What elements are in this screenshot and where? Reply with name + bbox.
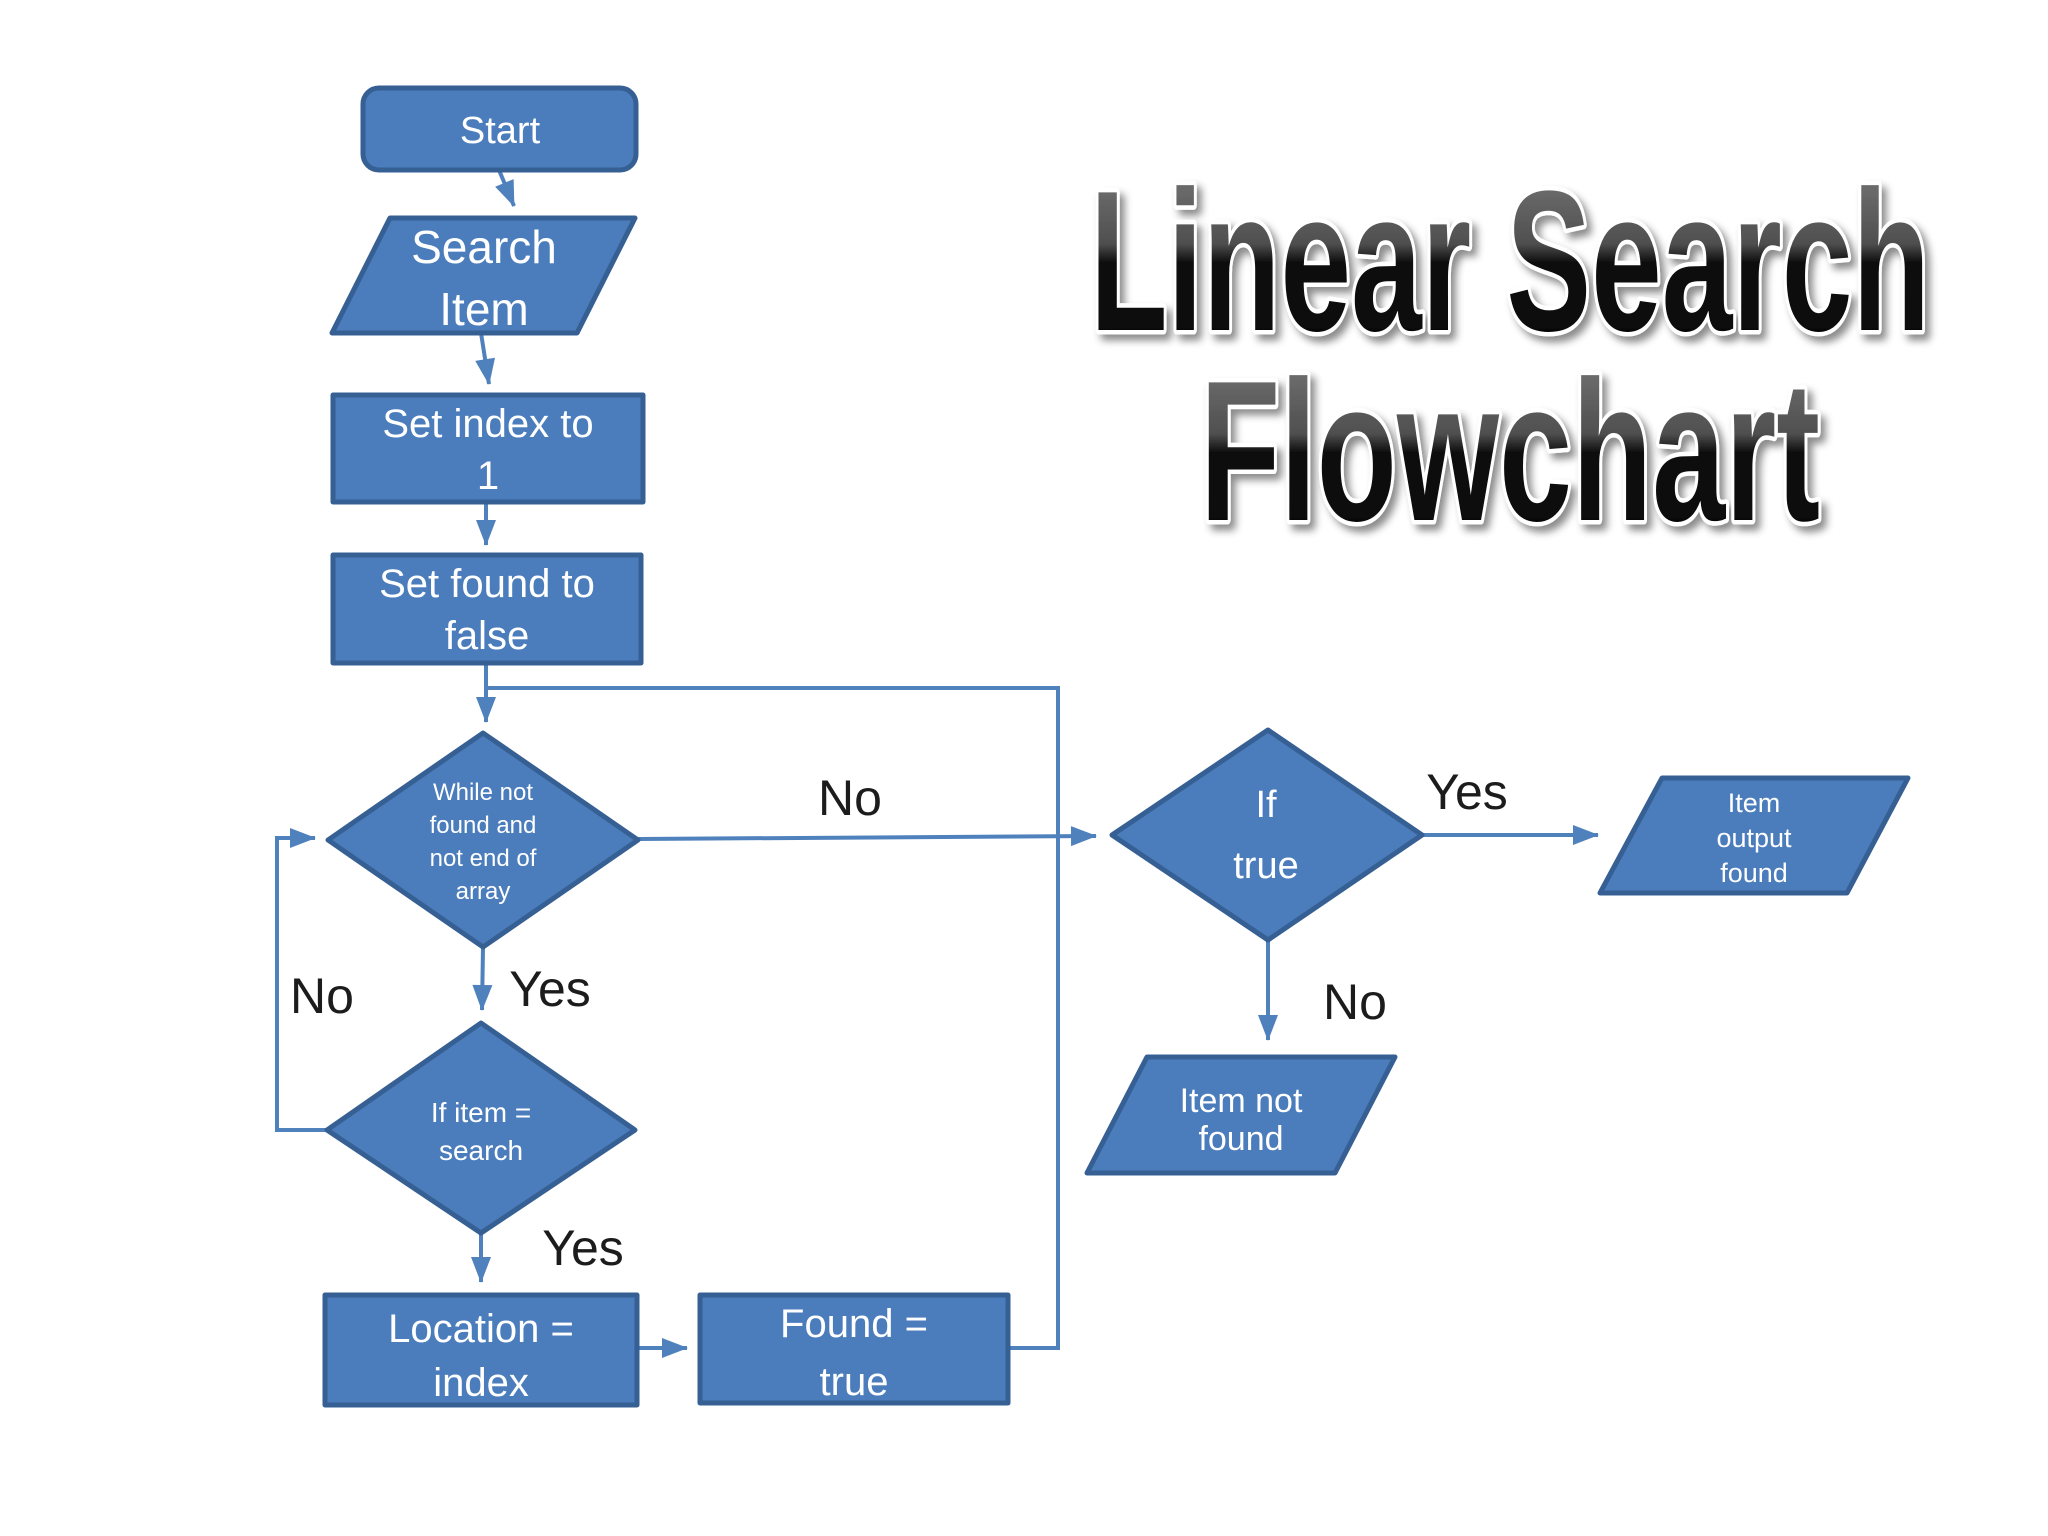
node-labels: Start Search Item Set index to 1 Set fou… <box>379 110 1792 1405</box>
item-output-line3: found <box>1720 858 1788 888</box>
set-index-line2: 1 <box>477 454 499 498</box>
while-line4: array <box>456 878 511 905</box>
page-title: Linear Search Flowchart <box>1086 146 1935 568</box>
set-found-line1: Set found to <box>379 562 595 606</box>
if-item-yes-label: Yes <box>542 1220 624 1276</box>
item-output-node <box>1597 775 1911 896</box>
set-found-line2: false <box>445 614 530 658</box>
item-not-found-line2: found <box>1198 1120 1283 1158</box>
edge-found-true-loopback <box>486 686 1060 1350</box>
found-true-line1: Found = <box>780 1302 928 1346</box>
location-node <box>322 1292 640 1408</box>
if-true-no-label: No <box>1323 974 1387 1030</box>
found-true-node <box>697 1292 1011 1406</box>
item-output-line2: output <box>1716 823 1792 853</box>
while-line1: While not <box>433 779 533 806</box>
while-line2: found and <box>430 812 537 839</box>
if-true-line2: true <box>1233 845 1298 887</box>
while-no-label: No <box>818 770 882 826</box>
start-node <box>360 85 639 173</box>
if-item-line1: If item = <box>431 1097 531 1128</box>
location-line1: Location = <box>388 1307 574 1351</box>
while-yes-label: Yes <box>509 961 591 1017</box>
edge-while-yes-to-if-item <box>472 946 493 1011</box>
edge-search-item-to-set-index <box>475 332 496 385</box>
if-true-yes-label: Yes <box>1426 764 1508 820</box>
set-index-line1: Set index to <box>382 402 593 446</box>
found-true-line2: true <box>820 1360 889 1404</box>
set-found-node <box>330 552 644 666</box>
title-line2: Flowchart <box>1200 340 1820 563</box>
if-true-line1: If <box>1255 784 1277 826</box>
search-item-line2: Item <box>439 283 528 335</box>
item-not-found-node <box>1084 1054 1398 1176</box>
item-output-line1: Item <box>1728 788 1781 818</box>
edge-labels: No Yes No Yes Yes No <box>290 764 1508 1276</box>
connector-lines <box>275 169 1599 1358</box>
set-index-node <box>330 392 646 505</box>
edge-if-item-no-loopback <box>275 828 327 1132</box>
search-item-node <box>329 215 638 336</box>
edge-while-no-to-if-true <box>637 826 1097 847</box>
item-not-found-line1: Item not <box>1180 1082 1303 1120</box>
title-line1: Linear Search <box>1090 150 1930 373</box>
if-item-no-label: No <box>290 968 354 1024</box>
search-item-line1: Search <box>411 221 557 273</box>
if-item-line2: search <box>439 1135 523 1166</box>
while-loop-node <box>325 730 641 950</box>
flowchart-shapes <box>322 85 1911 1408</box>
if-item-node <box>324 1020 638 1236</box>
edge-start-to-search-item <box>495 169 516 207</box>
location-line2: index <box>433 1361 529 1405</box>
if-true-node <box>1109 727 1425 943</box>
start-label: Start <box>460 110 541 152</box>
while-line3: not end of <box>430 845 537 872</box>
